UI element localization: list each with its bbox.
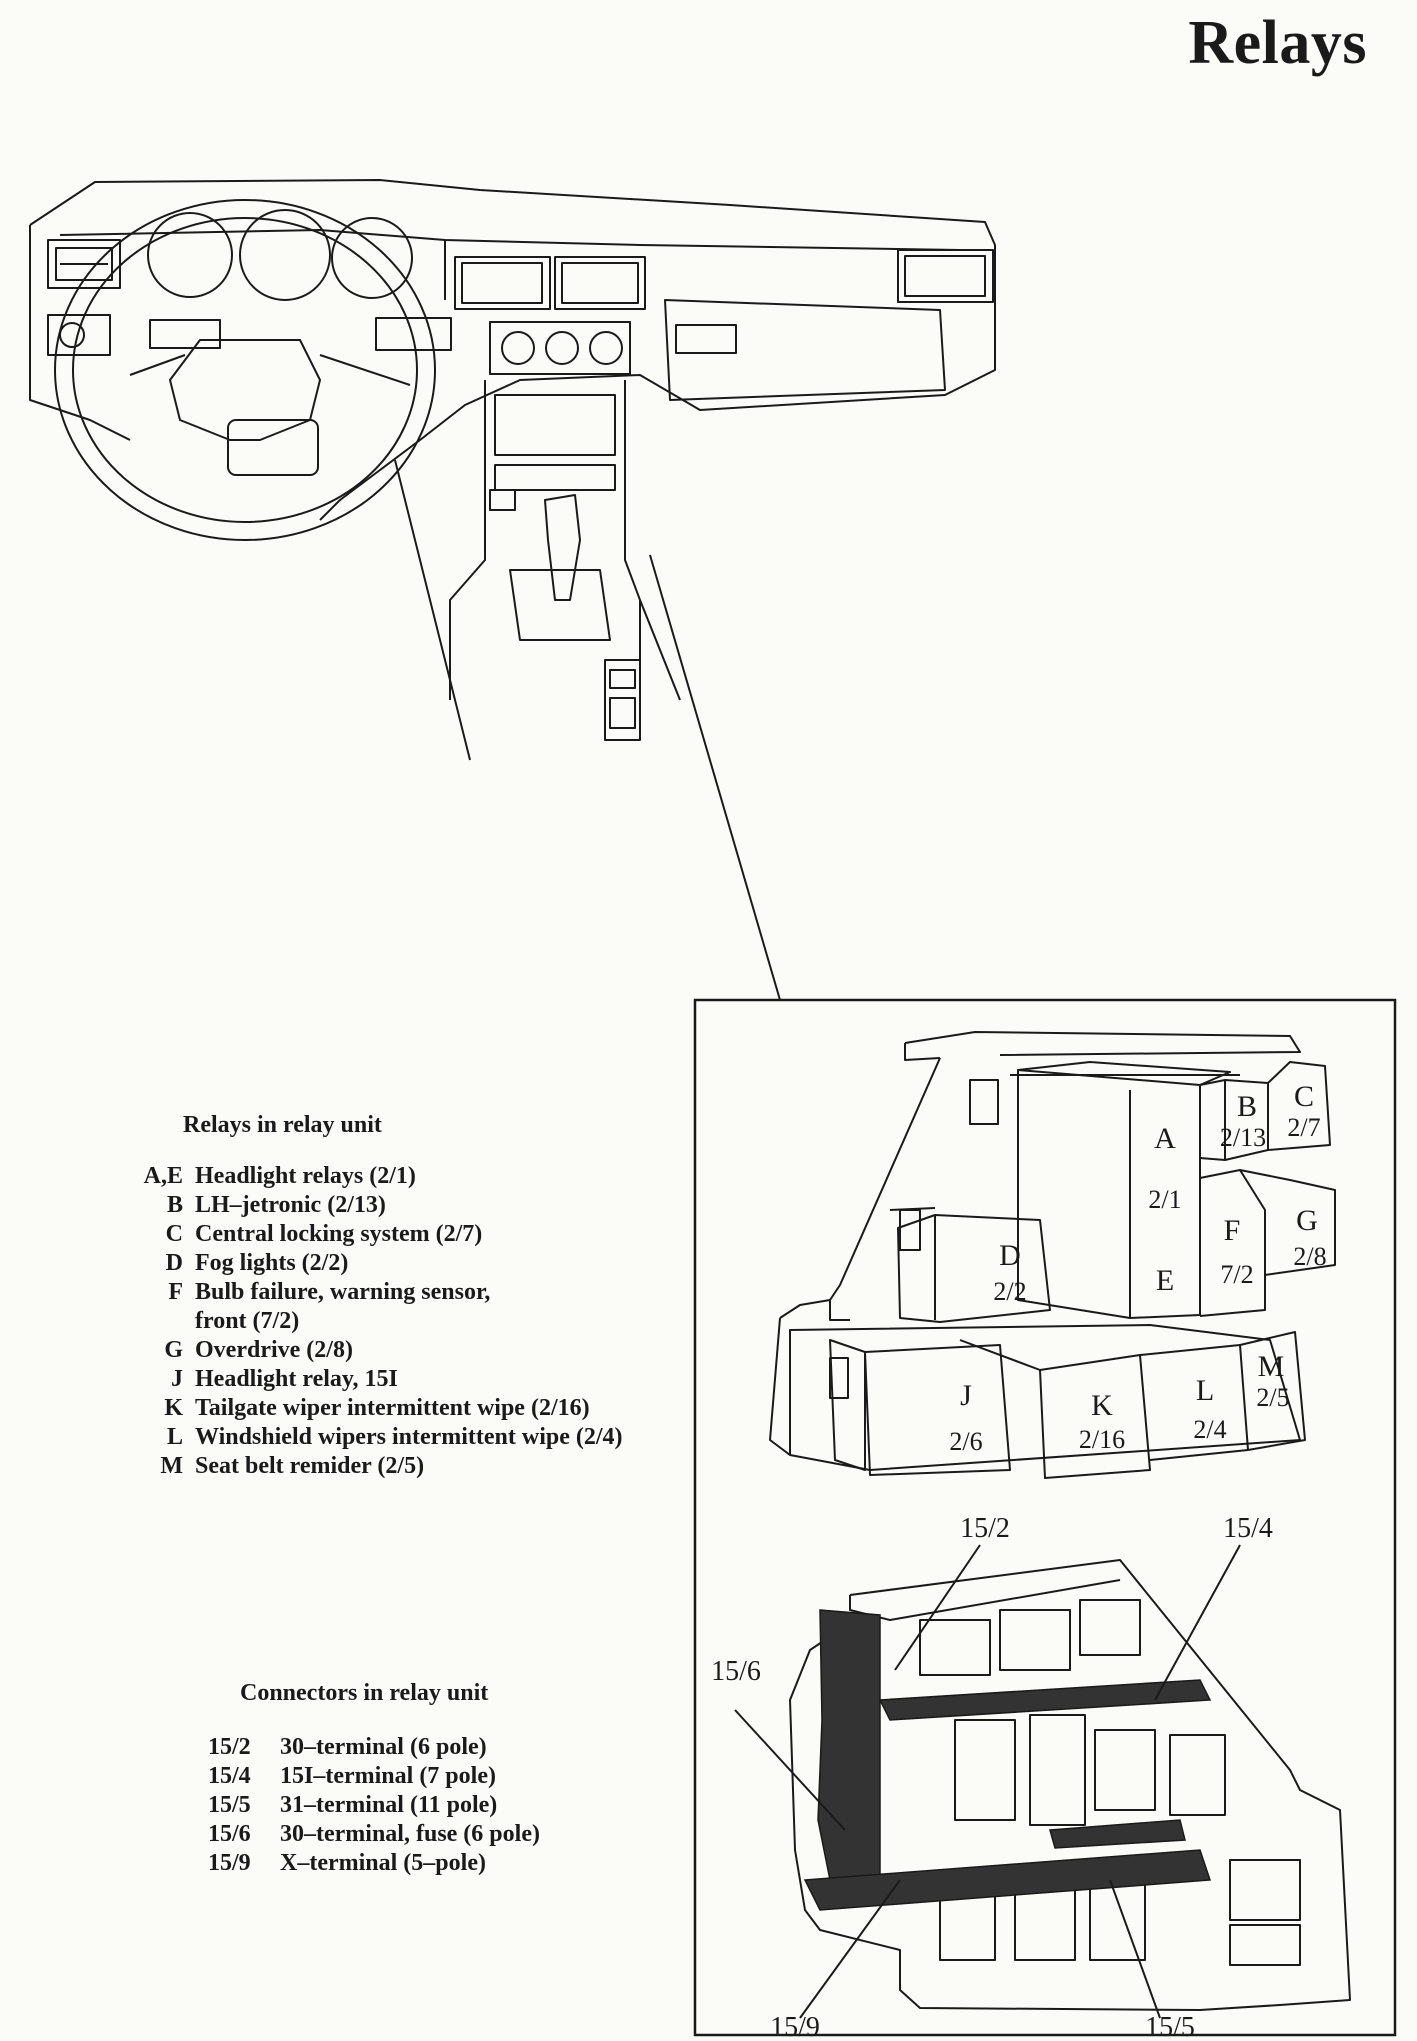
relay-unit-drawing	[769, 1031, 1336, 1479]
legend-key	[130, 1307, 195, 1336]
legend-row: 15/5 31–terminal (11 pole)	[208, 1791, 540, 1820]
relay-code-C: 2/7	[1287, 1113, 1320, 1142]
relay-code-F: 7/2	[1220, 1260, 1253, 1289]
legend-key: 15/5	[208, 1792, 251, 1818]
legend-key: 15/2	[208, 1734, 251, 1760]
relay-code-B: 2/13	[1220, 1123, 1266, 1152]
relay-code-J: 2/6	[949, 1427, 982, 1456]
legend-desc: 30–terminal, fuse (6 pole)	[280, 1821, 540, 1847]
legend-row: B LH–jetronic (2/13)	[130, 1191, 623, 1220]
legend-desc: Headlight relay, 15I	[195, 1366, 398, 1392]
legend-key: M	[160, 1453, 183, 1479]
legend-desc: Central locking system (2/7)	[195, 1221, 483, 1247]
connector-label-15-5: 15/5	[1145, 2012, 1195, 2041]
legend-row: J Headlight relay, 15I	[130, 1365, 623, 1394]
legend-key: 15/4	[208, 1763, 251, 1789]
relay-code-D: 2/2	[993, 1277, 1026, 1306]
legend-row: G Overdrive (2/8)	[130, 1336, 623, 1365]
relay-code-K: 2/16	[1079, 1425, 1125, 1454]
connector-label-15-6: 15/6	[711, 1656, 761, 1687]
legend-row: F Bulb failure, warning sensor,	[130, 1278, 623, 1307]
relay-label-J: J	[960, 1379, 972, 1412]
legend-desc: front (7/2)	[195, 1308, 300, 1334]
legend-desc: 30–terminal (6 pole)	[280, 1734, 487, 1760]
relay-label-F: F	[1224, 1214, 1241, 1247]
legend-key: 15/6	[208, 1821, 251, 1847]
legend-key: K	[164, 1395, 183, 1421]
legend-desc: 31–terminal (11 pole)	[280, 1792, 498, 1818]
legend-key: B	[166, 1192, 183, 1218]
relay-label-G: G	[1296, 1204, 1318, 1237]
connectors-legend: 15/2 30–terminal (6 pole) 15/4 15I–termina…	[208, 1733, 540, 1878]
legend-row: 15/6 30–terminal, fuse (6 pole)	[208, 1820, 540, 1849]
relay-code-A: 2/1	[1148, 1185, 1181, 1214]
relay-label-C: C	[1294, 1080, 1314, 1113]
legend-key: G	[164, 1337, 183, 1363]
legend-row: A,E Headlight relays (2/1)	[130, 1162, 623, 1191]
relays-legend-heading: Relays in relay unit	[183, 1112, 382, 1138]
legend-key: A,E	[143, 1163, 183, 1189]
legend-row: D Fog lights (2/2)	[130, 1249, 623, 1278]
connector-labels: 15/2 15/4 15/6 15/9 15/5	[711, 1513, 1273, 2041]
connector-unit-drawing	[789, 1559, 1351, 2011]
legend-desc: Headlight relays (2/1)	[195, 1163, 416, 1189]
legend-key: D	[165, 1250, 183, 1276]
legend-key: 15/9	[208, 1850, 251, 1876]
relay-label-E: E	[1156, 1264, 1174, 1297]
legend-desc: Tailgate wiper intermittent wipe (2/16)	[195, 1395, 590, 1421]
legend-row: K Tailgate wiper intermittent wipe (2/16)	[130, 1394, 623, 1423]
relay-label-M: M	[1258, 1350, 1285, 1383]
relay-unit-inset-frame	[693, 998, 1397, 2037]
legend-row: L Windshield wipers intermittent wipe (2/…	[130, 1423, 623, 1452]
legend-desc: Overdrive (2/8)	[195, 1337, 353, 1363]
connector-shaded-faces	[803, 1609, 1212, 1911]
relay-code-G: 2/8	[1293, 1242, 1326, 1271]
relay-label-A: A	[1154, 1122, 1176, 1155]
legend-desc: Fog lights (2/2)	[195, 1250, 349, 1276]
connector-label-15-4: 15/4	[1223, 1513, 1273, 1544]
legend-key: J	[171, 1366, 183, 1392]
legend-desc: Seat belt remider (2/5)	[195, 1453, 425, 1479]
legend-desc: 15I–terminal (7 pole)	[280, 1763, 496, 1789]
relays-legend: A,E Headlight relays (2/1) B LH–jetronic (…	[130, 1162, 623, 1481]
relay-code-L: 2/4	[1193, 1415, 1226, 1444]
legend-desc: LH–jetronic (2/13)	[195, 1192, 386, 1218]
legend-key: F	[168, 1279, 183, 1305]
legend-desc: Windshield wipers intermittent wipe (2/4…	[195, 1424, 623, 1450]
legend-row: C Central locking system (2/7)	[130, 1220, 623, 1249]
legend-row: M Seat belt remider (2/5)	[130, 1452, 623, 1481]
legend-desc: Bulb failure, warning sensor,	[195, 1279, 491, 1305]
legend-row: 15/9 X–terminal (5–pole)	[208, 1849, 540, 1878]
legend-desc: X–terminal (5–pole)	[280, 1850, 486, 1876]
relay-labels: A 2/1 E B 2/13 C 2/7 D 2/2 F 7/2 G 2/8 J…	[949, 1080, 1326, 1456]
connectors-legend-heading: Connectors in relay unit	[240, 1680, 489, 1706]
page-title: Relays	[1188, 9, 1367, 77]
connector-leader-lines	[734, 1544, 1241, 2019]
connector-label-15-9: 15/9	[770, 2012, 820, 2041]
legend-row: 15/2 30–terminal (6 pole)	[208, 1733, 540, 1762]
relay-label-L: L	[1196, 1374, 1214, 1407]
relay-label-K: K	[1091, 1389, 1113, 1422]
relay-label-D: D	[999, 1239, 1021, 1272]
legend-key: L	[166, 1424, 183, 1450]
connector-label-15-2: 15/2	[960, 1513, 1010, 1544]
relay-label-B: B	[1237, 1090, 1257, 1123]
legend-row: 15/4 15I–terminal (7 pole)	[208, 1762, 540, 1791]
legend-key: C	[165, 1221, 183, 1247]
relay-code-M: 2/5	[1256, 1383, 1289, 1412]
legend-row: front (7/2)	[130, 1307, 623, 1336]
